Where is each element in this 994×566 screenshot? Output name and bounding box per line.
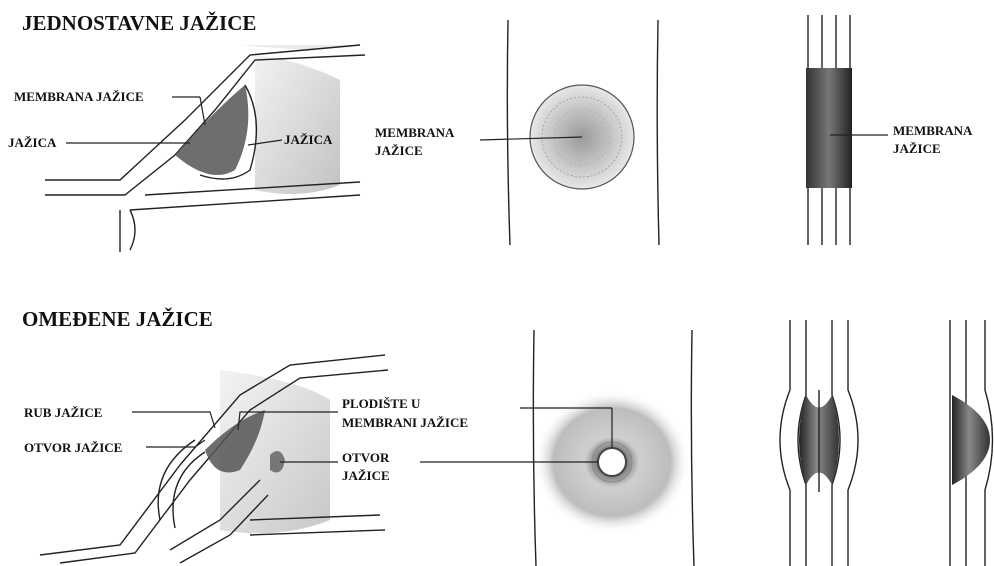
simple-pit-3d-illustration xyxy=(45,45,365,252)
bordered-pit-face-view xyxy=(533,330,694,566)
leader-line xyxy=(146,440,205,447)
section-title-bordered: OMEĐENE JAŽICE xyxy=(22,307,213,331)
label-membrana-3-line2: JAŽICE xyxy=(893,141,941,156)
bordered-pit-section-view xyxy=(780,320,858,566)
label-rub-jazice: RUB JAŽICE xyxy=(24,405,102,420)
label-membrana-3-line1: MEMBRANA xyxy=(893,123,973,138)
label-membrana-2-line2: JAŽICE xyxy=(375,143,423,158)
leader-line xyxy=(132,412,215,428)
label-membrana-jazice-1: MEMBRANA JAŽICE xyxy=(14,89,144,104)
label-plodiste-line1: PLODIŠTE U xyxy=(342,396,421,411)
label-otvor-line2: JAŽICE xyxy=(342,468,390,483)
section-title-simple: JEDNOSTAVNE JAŽICE xyxy=(22,11,256,35)
simple-pit-section-view xyxy=(806,15,852,245)
label-membrana-2-line1: MEMBRANA xyxy=(375,125,455,140)
bordered-pit-section-view-2 xyxy=(950,320,993,566)
label-otvor-line1: OTVOR xyxy=(342,450,390,465)
label-otvor-jazice-left: OTVOR JAŽICE xyxy=(24,440,122,455)
bordered-pit-3d-illustration xyxy=(40,355,388,563)
label-jazica-right: JAŽICA xyxy=(284,132,333,147)
label-jazica-left: JAŽICA xyxy=(8,135,57,150)
label-plodiste-line2: MEMBRANI JAŽICE xyxy=(342,415,468,430)
simple-pit-face-view xyxy=(507,20,659,245)
